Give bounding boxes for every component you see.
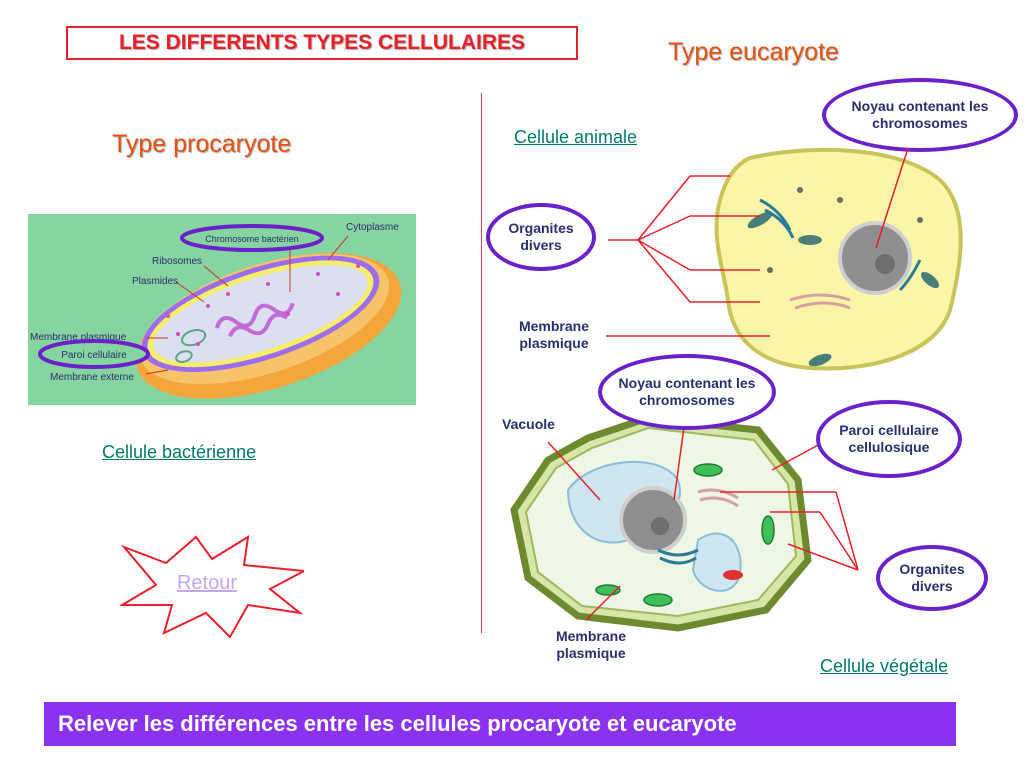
plant-cell-diagram [510, 414, 812, 632]
plant-cell-link[interactable]: Cellule végétale [820, 656, 949, 676]
animal-leader-lines [606, 175, 770, 337]
bacterial-cell-link[interactable]: Cellule bactérienne [102, 442, 257, 462]
membrane-animal-label: Membrane plasmique [518, 318, 590, 351]
label-plasmides: Plasmides [132, 276, 178, 287]
procaryote-heading: Type procaryote [112, 130, 292, 158]
noyau-animal-oval: Noyau contenant les chromosomes [822, 78, 1018, 152]
label-membrane-externe: Membrane externe [50, 372, 134, 383]
label-ribosomes: Ribosomes [152, 256, 202, 267]
center-divider [481, 93, 482, 633]
animal-cell-diagram [714, 147, 963, 371]
paroi-vegetal-oval: Paroi cellulaire cellulosique [816, 400, 962, 478]
organites-vegetal-label: Organites divers [899, 561, 965, 594]
retour-link[interactable]: Retour [176, 572, 238, 594]
retour-starburst[interactable] [120, 535, 304, 639]
noyau-vegetal-label: Noyau contenant les chromosomes [618, 375, 756, 408]
bacterial-cell-diagram: Chromosome bactérien Cytoplasme Ribosome… [28, 214, 416, 405]
label-paroi: Paroi cellulaire [61, 350, 127, 361]
instruction-banner: Relever les différences entre les cellul… [44, 702, 956, 746]
paroi-vegetal-label: Paroi cellulaire cellulosique [839, 422, 939, 455]
organites-vegetal-oval: Organites divers [876, 545, 988, 611]
organites-animal-label: Organites divers [508, 220, 574, 253]
noyau-animal-line [875, 148, 909, 249]
noyau-animal-label: Noyau contenant les chromosomes [851, 98, 989, 131]
noyau-vegetal-oval: Noyau contenant les chromosomes [598, 354, 776, 430]
eucaryote-heading: Type eucaryote [668, 38, 839, 66]
vacuole-label: Vacuole [502, 416, 555, 432]
membrane-vegetal-label: Membrane plasmique [555, 628, 627, 661]
animal-cell-link[interactable]: Cellule animale [514, 127, 638, 147]
label-membrane-plasmique: Membrane plasmique [30, 332, 127, 343]
page-title: LES DIFFERENTS TYPES CELLULAIRES [66, 26, 578, 60]
organites-animal-oval: Organites divers [486, 203, 596, 271]
label-chromosome: Chromosome bactérien [205, 234, 299, 244]
label-cytoplasme: Cytoplasme [346, 222, 399, 233]
